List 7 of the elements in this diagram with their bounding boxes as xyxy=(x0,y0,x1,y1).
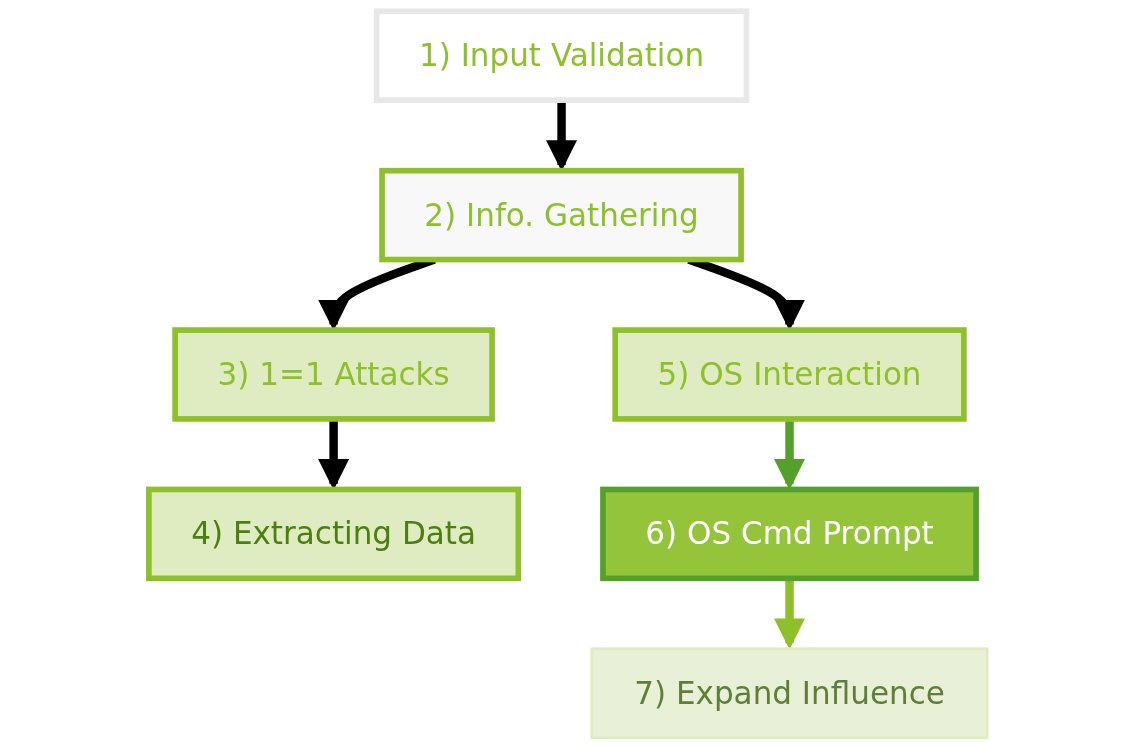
node-box: 1) Input Validation xyxy=(373,8,750,103)
node-box: 3) 1=1 Attacks xyxy=(172,327,495,422)
node-box: 5) OS Interaction xyxy=(612,327,967,422)
node-box: 6) OS Cmd Prompt xyxy=(600,486,979,582)
node-box: 4) Extracting Data xyxy=(146,486,522,582)
node-box: 7) Expand Influence xyxy=(590,647,989,740)
node-box: 2) Info. Gathering xyxy=(379,167,744,263)
